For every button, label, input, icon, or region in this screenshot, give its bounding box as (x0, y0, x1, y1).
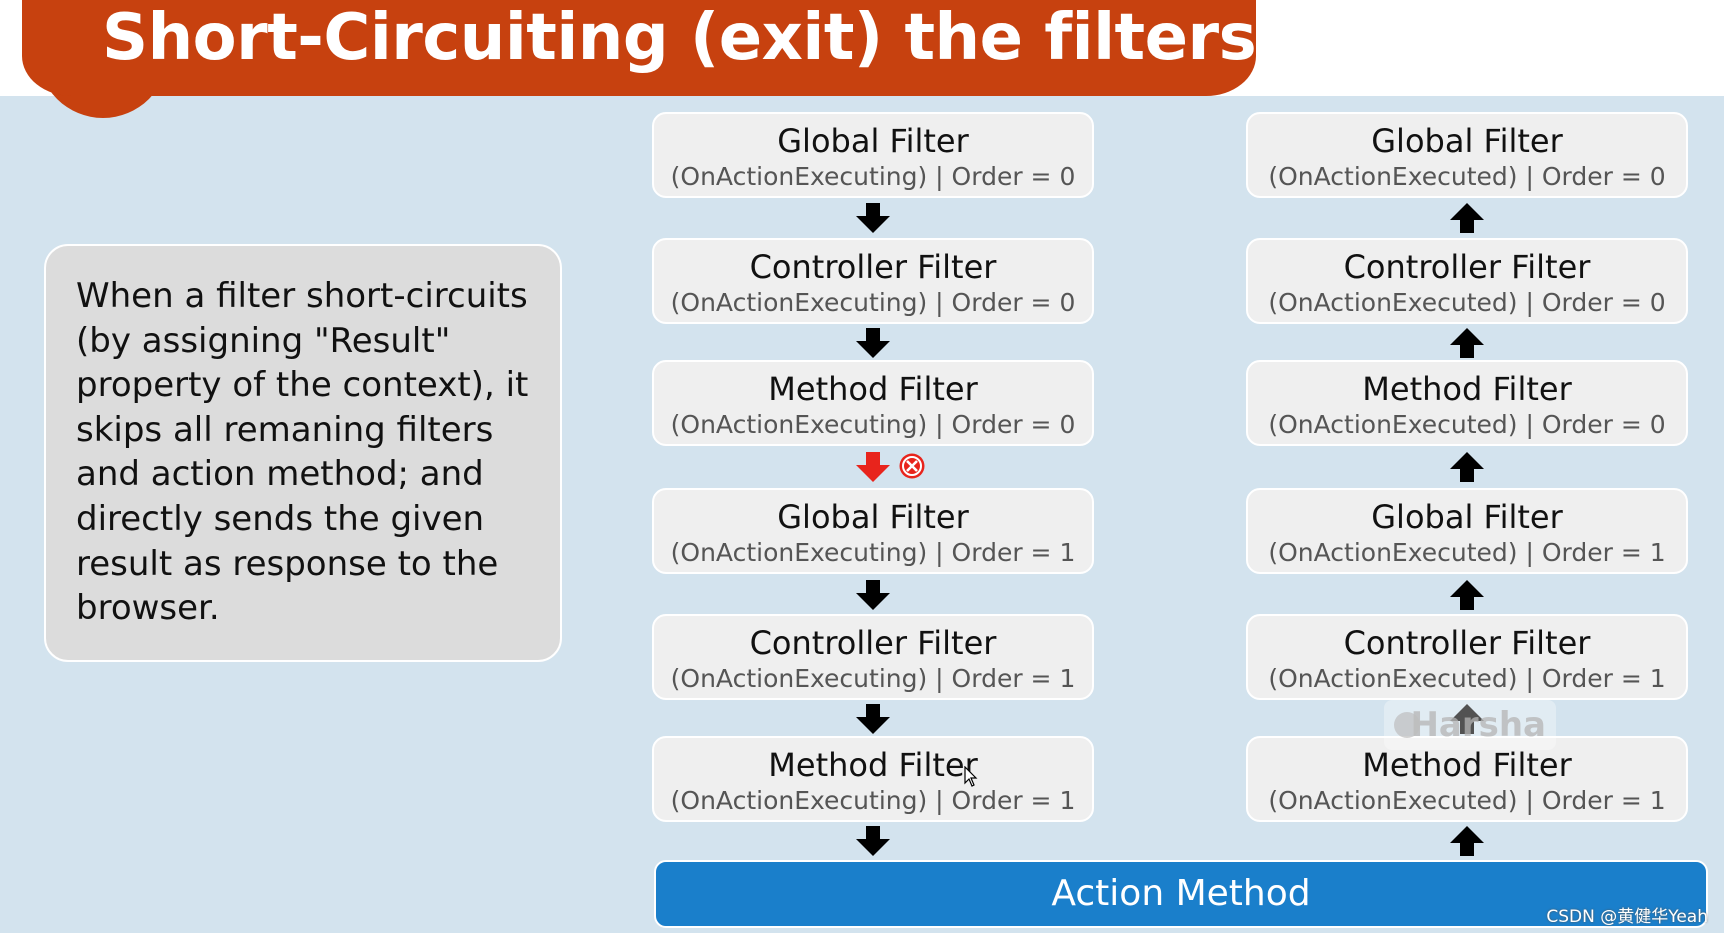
right-filter-box: Controller Filter (OnActionExecuted) | O… (1246, 238, 1688, 324)
filter-detail: (OnActionExecuted) | Order = 1 (1268, 786, 1666, 815)
arrow-up-icon (1450, 452, 1484, 482)
filter-detail: (OnActionExecuted) | Order = 0 (1268, 162, 1666, 191)
explanation-note: When a filter short-circuits (by assigni… (44, 244, 562, 662)
filter-name: Method Filter (768, 746, 978, 784)
arrow-up-icon (1450, 704, 1484, 734)
arrow-up-icon (1450, 826, 1484, 856)
filter-name: Global Filter (777, 498, 969, 536)
left-filter-box: Method Filter (OnActionExecuting) | Orde… (652, 736, 1094, 822)
left-filter-box: Global Filter (OnActionExecuting) | Orde… (652, 488, 1094, 574)
left-filter-box: Controller Filter (OnActionExecuting) | … (652, 238, 1094, 324)
filter-name: Controller Filter (1343, 248, 1591, 286)
left-filter-box: Global Filter (OnActionExecuting) | Orde… (652, 112, 1094, 198)
filter-detail: (OnActionExecuting) | Order = 0 (670, 410, 1076, 439)
arrow-down-icon (856, 203, 890, 233)
filter-name: Method Filter (1362, 370, 1572, 408)
arrow-up-icon (1450, 328, 1484, 358)
filter-name: Controller Filter (749, 624, 997, 662)
filter-detail: (OnActionExecuting) | Order = 1 (670, 664, 1076, 693)
watermark-text: Harsha (1410, 705, 1546, 745)
arrow-down-icon (856, 704, 890, 734)
right-filter-box: Global Filter (OnActionExecuted) | Order… (1246, 488, 1688, 574)
mouse-cursor-icon (964, 766, 978, 787)
action-method-box: Action Method (654, 860, 1708, 928)
filter-detail: (OnActionExecuted) | Order = 1 (1268, 664, 1666, 693)
filter-detail: (OnActionExecuting) | Order = 1 (670, 538, 1076, 567)
filter-detail: (OnActionExecuted) | Order = 0 (1268, 288, 1666, 317)
filter-name: Controller Filter (749, 248, 997, 286)
x-circle-icon (899, 453, 925, 479)
filter-detail: (OnActionExecuting) | Order = 0 (670, 288, 1076, 317)
filter-name: Global Filter (1371, 122, 1563, 160)
page-title: Short-Circuiting (exit) the filters (102, 1, 1257, 75)
right-filter-box: Method Filter (OnActionExecuted) | Order… (1246, 736, 1688, 822)
arrow-up-icon (1450, 203, 1484, 233)
title-bar: Short-Circuiting (exit) the filters (22, 0, 1257, 96)
filter-detail: (OnActionExecuted) | Order = 0 (1268, 410, 1666, 439)
watermark: Harsha (1384, 700, 1556, 750)
right-filter-box: Method Filter (OnActionExecuted) | Order… (1246, 360, 1688, 446)
red-arrow-down-icon (856, 452, 890, 482)
arrow-up-icon (1450, 580, 1484, 610)
right-filter-box: Controller Filter (OnActionExecuted) | O… (1246, 614, 1688, 700)
filter-name: Controller Filter (1343, 624, 1591, 662)
filter-name: Global Filter (777, 122, 969, 160)
left-filter-box: Method Filter (OnActionExecuting) | Orde… (652, 360, 1094, 446)
filter-detail: (OnActionExecuting) | Order = 1 (670, 786, 1076, 815)
arrow-down-icon (856, 826, 890, 856)
left-filter-box: Controller Filter (OnActionExecuting) | … (652, 614, 1094, 700)
filter-name: Method Filter (768, 370, 978, 408)
credit-watermark: CSDN @黄健华Yeah (1546, 907, 1708, 927)
arrow-down-icon (856, 328, 890, 358)
right-filter-box: Global Filter (OnActionExecuted) | Order… (1246, 112, 1688, 198)
watermark-logo-icon (1394, 712, 1420, 738)
filter-detail: (OnActionExecuted) | Order = 1 (1268, 538, 1666, 567)
filter-name: Method Filter (1362, 746, 1572, 784)
filter-detail: (OnActionExecuting) | Order = 0 (670, 162, 1076, 191)
arrow-down-icon (856, 580, 890, 610)
filter-name: Global Filter (1371, 498, 1563, 536)
